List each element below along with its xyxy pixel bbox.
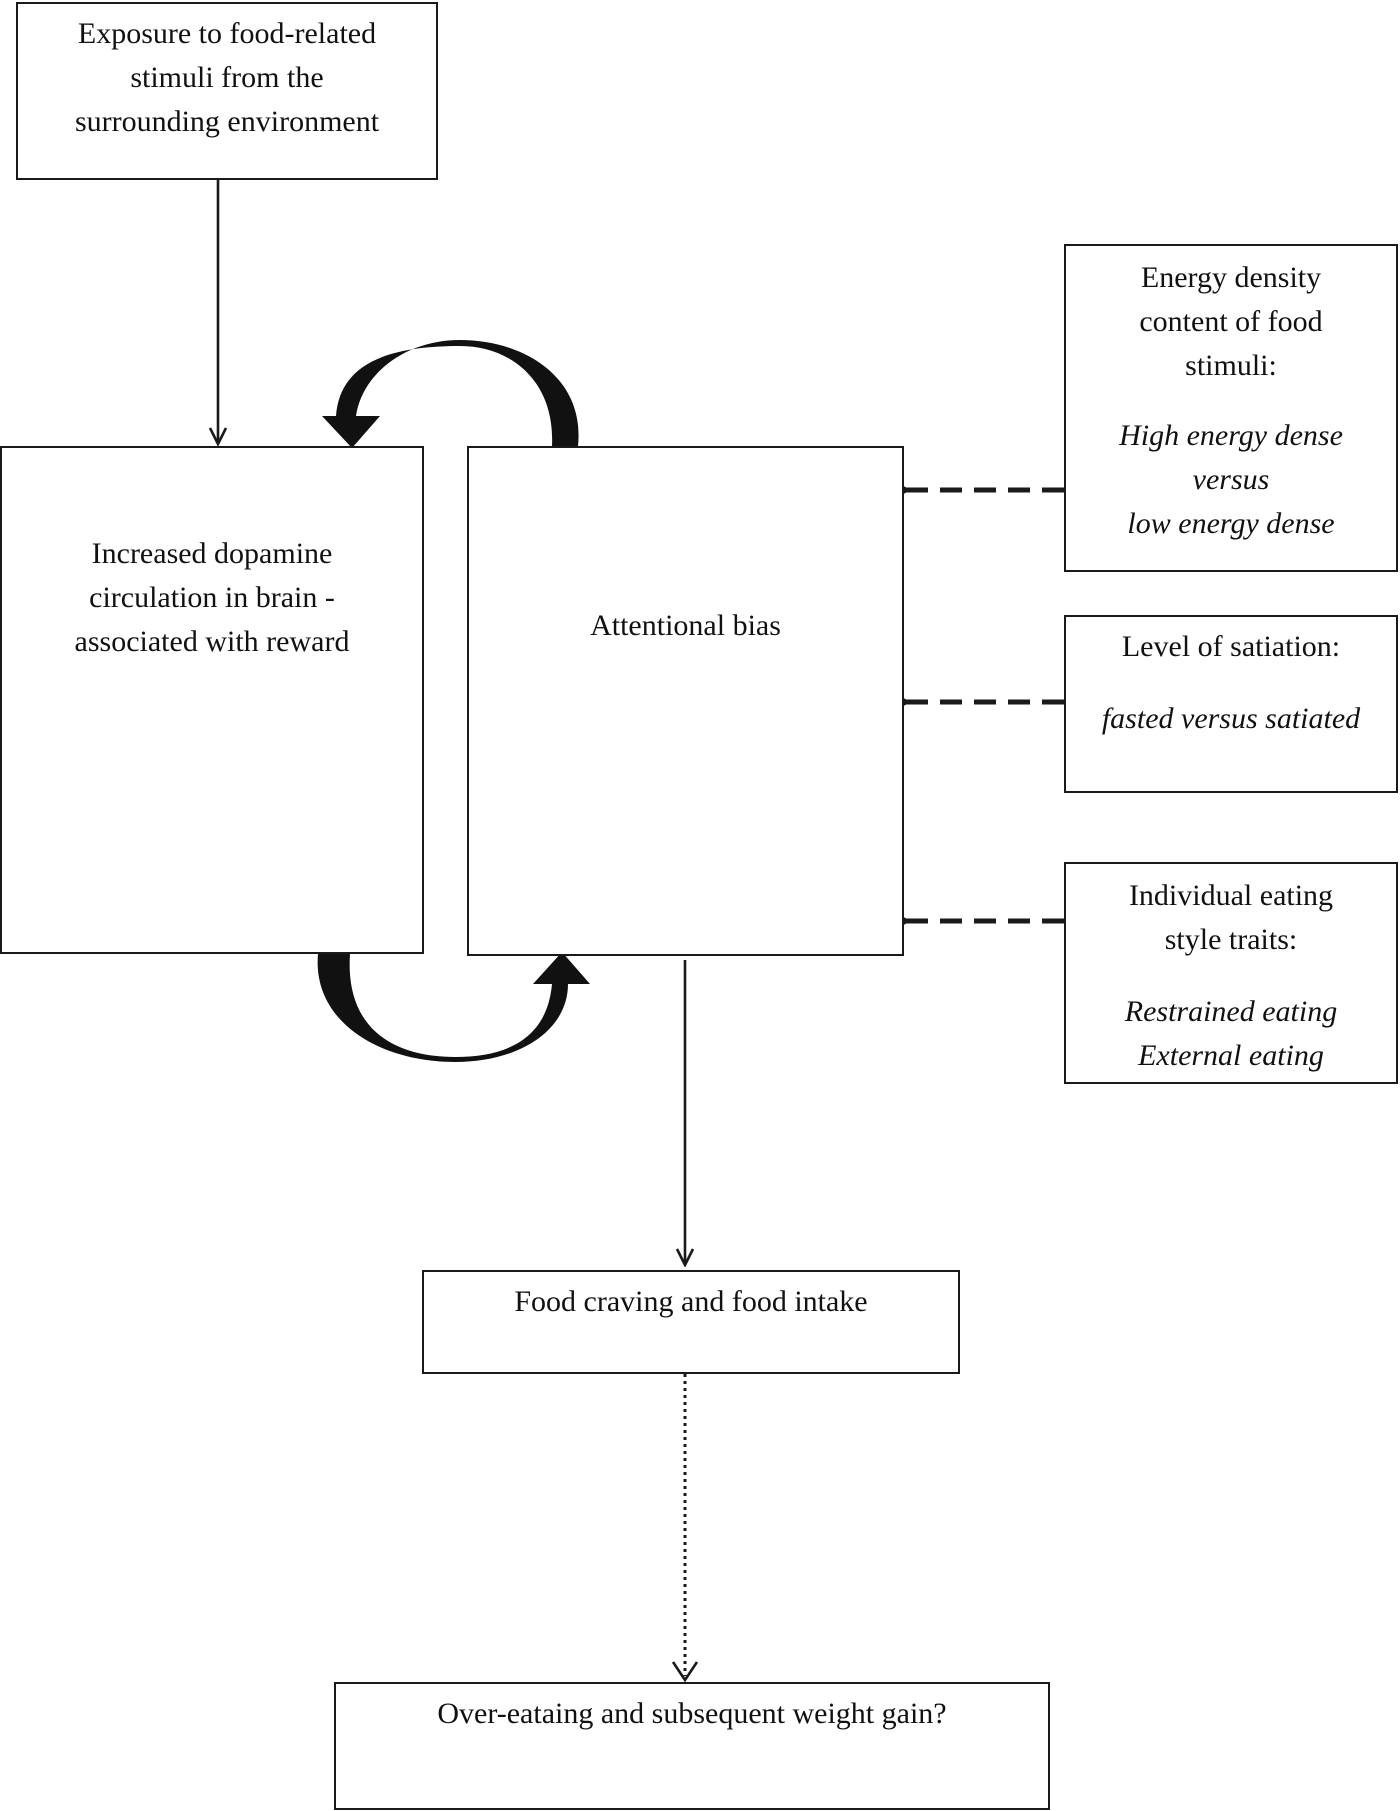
eating-style-box: Individual eating style traits: Restrain… — [1064, 862, 1398, 1084]
dopamine-line-2: circulation in brain - — [89, 581, 335, 614]
satiation-heading: Level of satiation: — [1121, 630, 1341, 663]
exposure-line-2: stimuli from the — [130, 61, 324, 94]
satiation-box: Level of satiation: fasted versus satiat… — [1064, 615, 1398, 793]
dopamine-line-1: Increased dopamine — [91, 537, 333, 570]
energy-heading-3: stimuli: — [1185, 349, 1277, 382]
energy-heading-2: content of food — [1139, 305, 1323, 338]
eating-style-detail-2: External eating — [1138, 1039, 1324, 1072]
eating-style-detail-1: Restrained eating — [1124, 995, 1338, 1028]
dopamine-line-3: associated with reward — [74, 625, 350, 658]
curved-arrow-bias-to-dopamine — [322, 340, 579, 448]
satiation-detail: fasted versus satiated — [1101, 702, 1361, 735]
energy-detail-1: High energy dense — [1119, 419, 1343, 452]
food-craving-label: Food craving and food intake — [514, 1285, 868, 1318]
exposure-line-1: Exposure to food-related — [77, 17, 377, 50]
eating-style-heading-1: Individual eating — [1128, 879, 1334, 912]
weight-gain-label: Over-eataing and subsequent weight gain? — [437, 1697, 947, 1730]
energy-density-box: Energy density content of food stimuli: … — [1064, 244, 1398, 572]
weight-gain-box: Over-eataing and subsequent weight gain? — [334, 1682, 1050, 1810]
food-craving-box: Food craving and food intake — [422, 1270, 960, 1374]
attentional-bias-label: Attentional bias — [590, 609, 781, 642]
exposure-box: Exposure to food-related stimuli from th… — [16, 2, 438, 180]
energy-detail-3: low energy dense — [1127, 507, 1335, 540]
curved-arrow-dopamine-to-bias — [317, 952, 590, 1062]
exposure-line-3: surrounding environment — [74, 105, 380, 138]
attentional-bias-box: Attentional bias — [467, 446, 904, 956]
eating-style-heading-2: style traits: — [1164, 923, 1298, 956]
dopamine-box: Increased dopamine circulation in brain … — [0, 446, 424, 954]
energy-detail-2: versus — [1192, 463, 1270, 496]
energy-heading-1: Energy density — [1140, 261, 1322, 294]
arrow-craving-to-weight-gain-head — [671, 1661, 699, 1683]
